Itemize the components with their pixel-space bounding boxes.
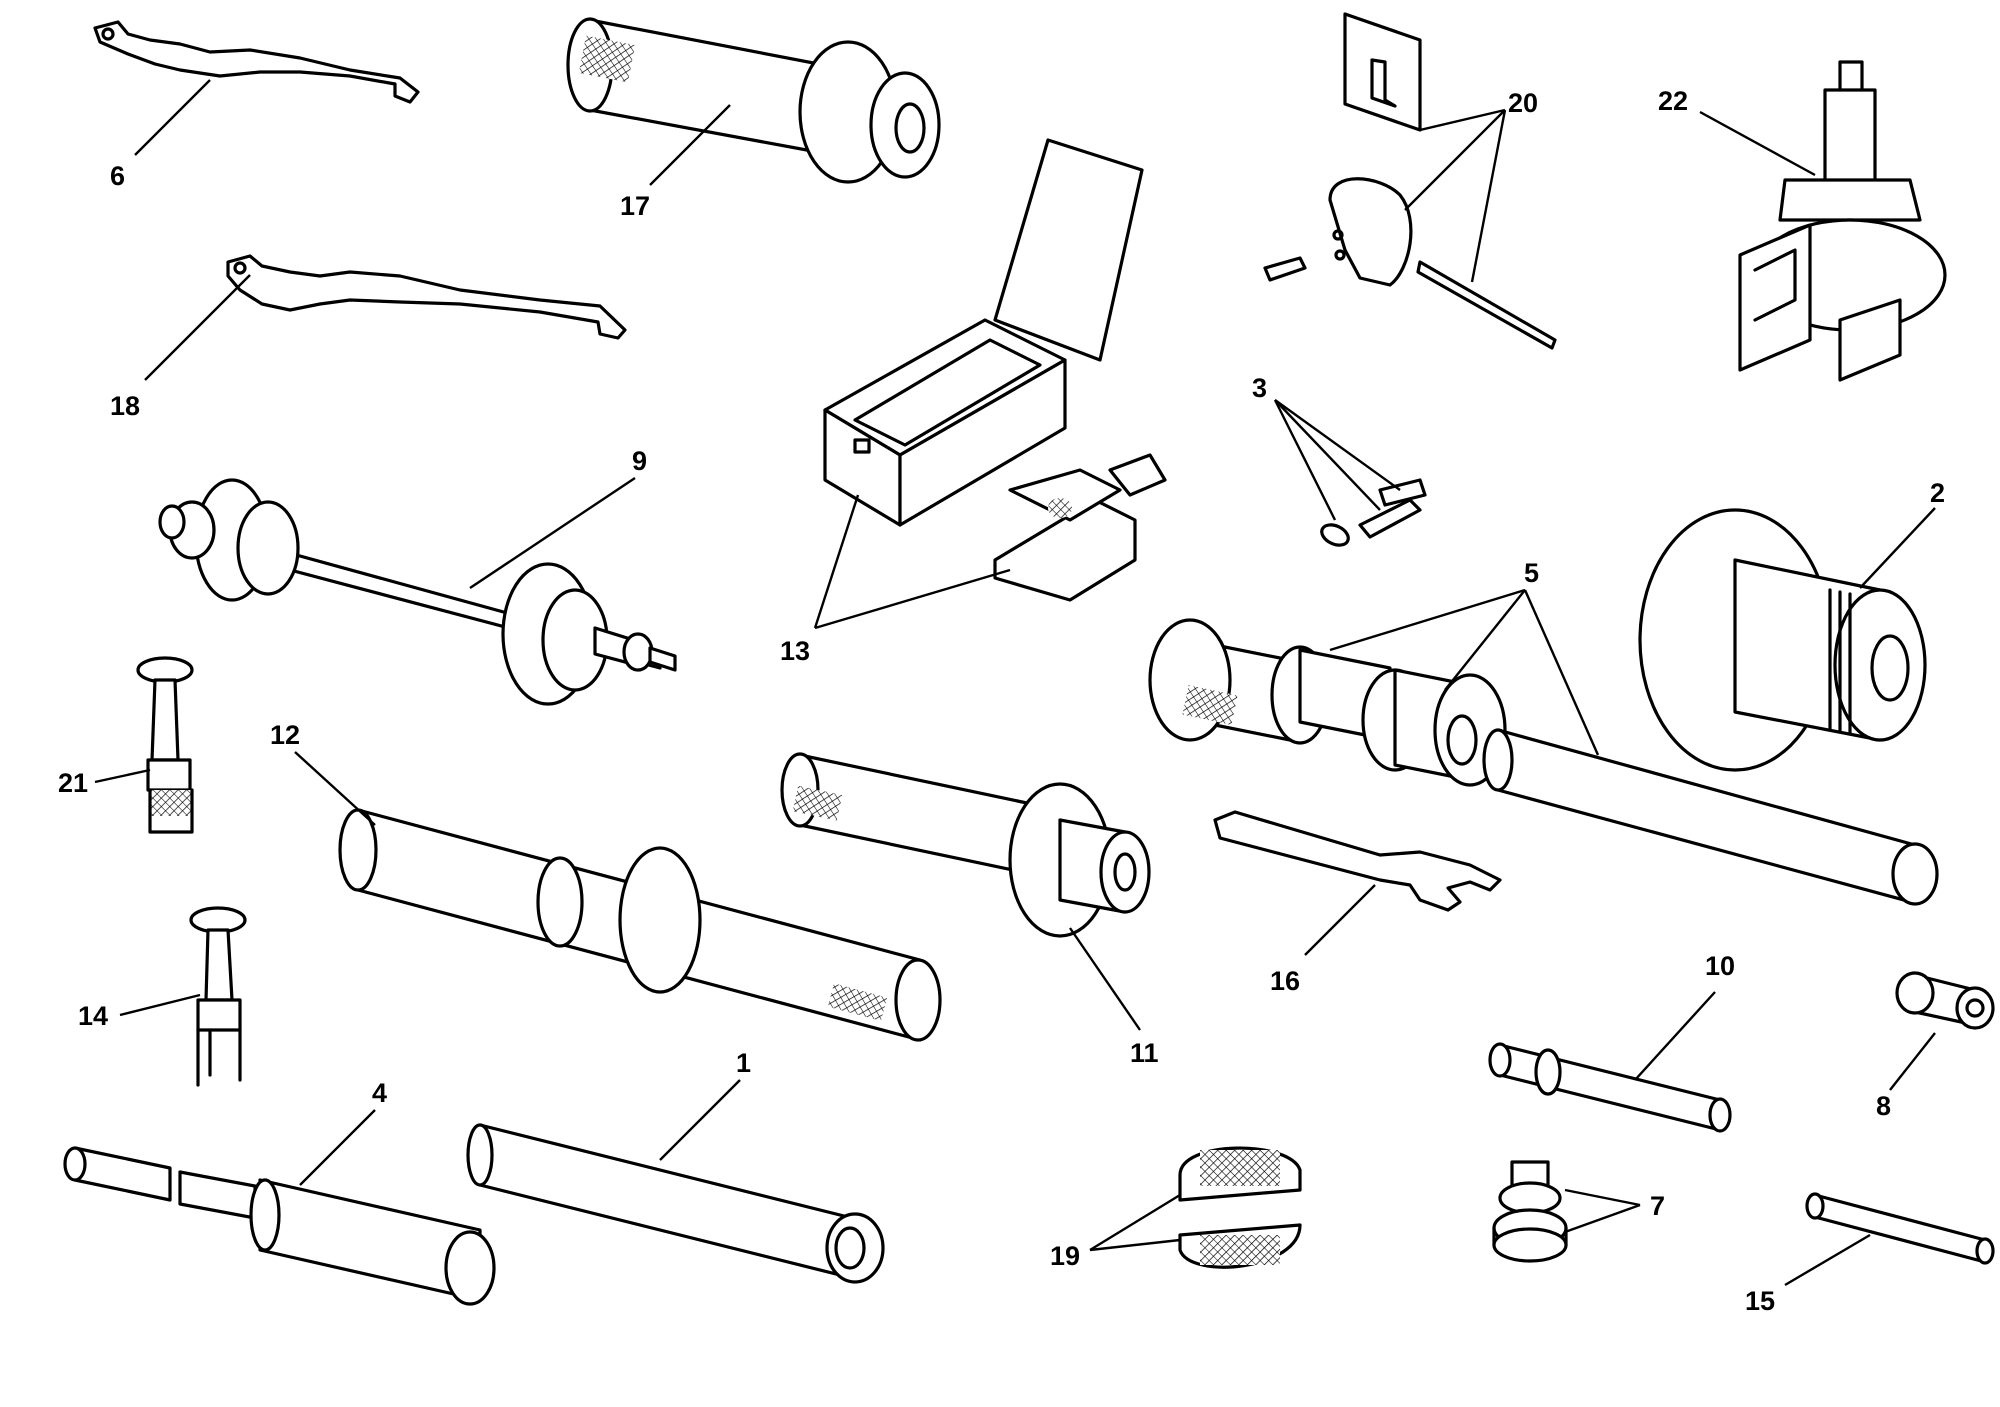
callout-15: 15 [1745, 1286, 1775, 1316]
tool-16-open-spanner [1213, 810, 1502, 912]
callout-6: 6 [110, 161, 125, 191]
callout-13: 13 [780, 636, 810, 666]
callout-4: 4 [372, 1078, 387, 1108]
callout-2: 2 [1930, 478, 1945, 508]
callout-12: 12 [270, 720, 300, 750]
tool-2-large-driver [1638, 508, 1927, 772]
tool-6-hook-spanner [93, 20, 420, 104]
tool-9-puller-rod [158, 478, 677, 706]
tool-8-collar [1895, 971, 1995, 1030]
callout-16: 16 [1270, 966, 1300, 996]
tool-21-small-puller [136, 656, 194, 834]
callout-14: 14 [78, 1001, 108, 1031]
callout-9: 9 [632, 446, 647, 476]
tool-11-driver-collar [780, 752, 1151, 938]
callout-10: 10 [1705, 951, 1735, 981]
callout-1: 1 [736, 1048, 751, 1078]
tool-15-pin [1805, 1192, 1995, 1265]
callout-7: 7 [1650, 1191, 1665, 1221]
tool-4-long-tool [63, 1146, 496, 1306]
callout-5: 5 [1524, 558, 1539, 588]
tool-20-split-washer-set [1263, 12, 1557, 350]
tool-19-split-collets [1178, 1146, 1302, 1269]
tool-22-extractor [1738, 60, 1947, 382]
callout-8: 8 [1876, 1091, 1891, 1121]
tool-5-driver-set [1148, 618, 1939, 906]
callout-21: 21 [58, 768, 88, 798]
callout-19: 19 [1050, 1241, 1080, 1271]
tool-12-long-driver [338, 808, 942, 1042]
tool-3-master-link [1320, 478, 1427, 547]
tool-1-bar [466, 1123, 885, 1284]
callout-17: 17 [620, 191, 650, 221]
callout-22: 22 [1658, 86, 1688, 116]
tool-14-small-puller [189, 906, 247, 1087]
leader-lines [94, 79, 1936, 1287]
tool-10-pin [1488, 1042, 1732, 1133]
tool-13-box-fixture [823, 138, 1167, 602]
callout-18: 18 [110, 391, 140, 421]
tool-17-driver-collar [566, 17, 941, 184]
tool-7-stepped-adapter [1492, 1160, 1568, 1263]
callout-labels: 6 17 18 9 13 20 22 3 2 5 21 12 14 11 16 … [58, 86, 1945, 1316]
callout-11: 11 [1130, 1038, 1159, 1068]
tool-18-hook-spanner [226, 254, 627, 340]
callout-3: 3 [1252, 373, 1267, 403]
callout-20: 20 [1508, 88, 1538, 118]
